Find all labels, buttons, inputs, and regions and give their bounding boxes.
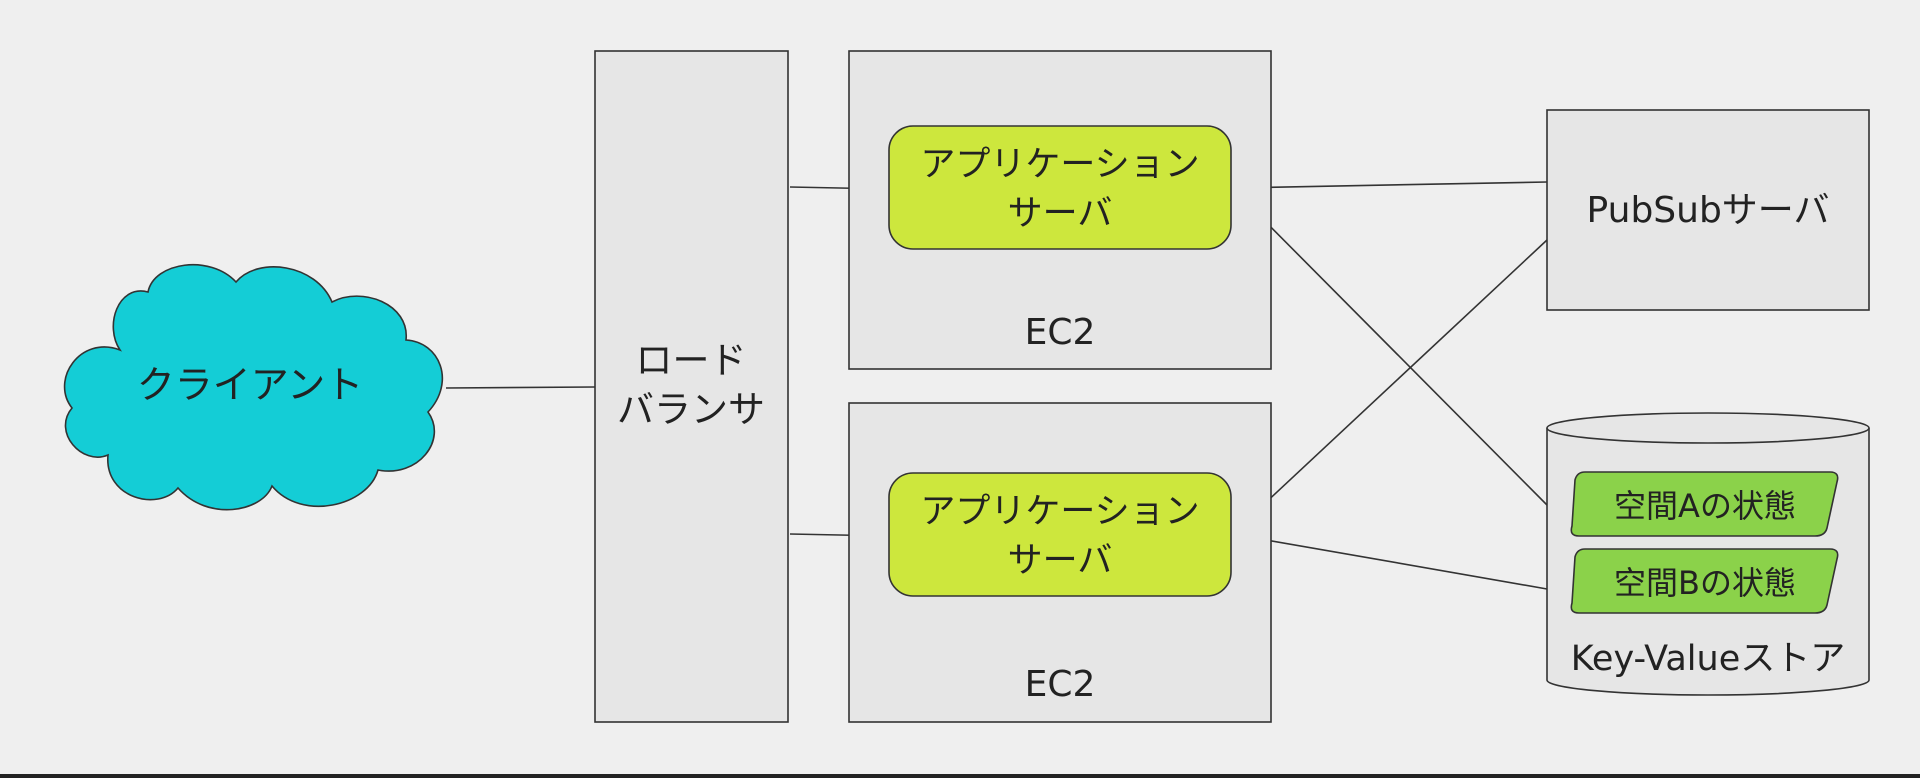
key-value-store-node[interactable]: 空間Aの状態 空間Bの状態 Key-Valueストア [1546,412,1870,696]
cylinder-top [1546,412,1870,444]
client-label: クライアント [137,363,363,407]
app-server-box-bottom [888,472,1232,597]
load-balancer-label-line-1: ロード [636,339,747,382]
state-item-a-shape [1570,471,1839,537]
app-server-box-top [888,125,1232,250]
connector-client-to-load-balancer [445,386,596,389]
state-item-b-label: 空間Bの状態 [1614,564,1796,602]
ec2-label-bottom: EC2 [1025,664,1096,705]
state-item-a-label: 空間Aの状態 [1614,487,1796,525]
state-item-a[interactable]: 空間Aの状態 [1570,471,1839,537]
load-balancer-label-line-2: バランサ [617,388,765,431]
app-server-top-label-line-1: アプリケーション [920,145,1199,185]
connector-app-server-top-to-pubsub [1231,181,1548,189]
ec2-label-top: EC2 [1025,312,1096,353]
pubsub-server-box [1546,109,1870,311]
app-server-bottom[interactable]: アプリケーション サーバ [888,472,1232,597]
bottom-border [0,774,1920,778]
state-item-b-shape [1570,548,1839,614]
pubsub-server-label: PubSubサーバ [1587,190,1830,231]
pubsub-server-node[interactable]: PubSubサーバ [1546,109,1870,311]
app-server-top-label-line-2: サーバ [1008,194,1113,234]
key-value-store-label: Key-Valueストア [1571,639,1846,679]
load-balancer-node[interactable]: ロード バランサ [594,50,789,723]
app-server-bottom-label-line-2: サーバ [1008,541,1113,581]
cloud-icon [63,263,444,511]
app-server-top[interactable]: アプリケーション サーバ [888,125,1232,250]
connector-app-server-bottom-to-kv-store [1231,533,1548,590]
load-balancer-box [594,50,789,723]
connector-app-server-top-to-kv-store [1231,187,1548,506]
connector-app-server-bottom-to-pubsub [1231,239,1548,535]
connectors [445,181,1548,590]
client-node[interactable]: クライアント [63,263,444,511]
state-item-b[interactable]: 空間Bの状態 [1570,548,1839,614]
app-server-bottom-label-line-1: アプリケーション [920,492,1199,532]
